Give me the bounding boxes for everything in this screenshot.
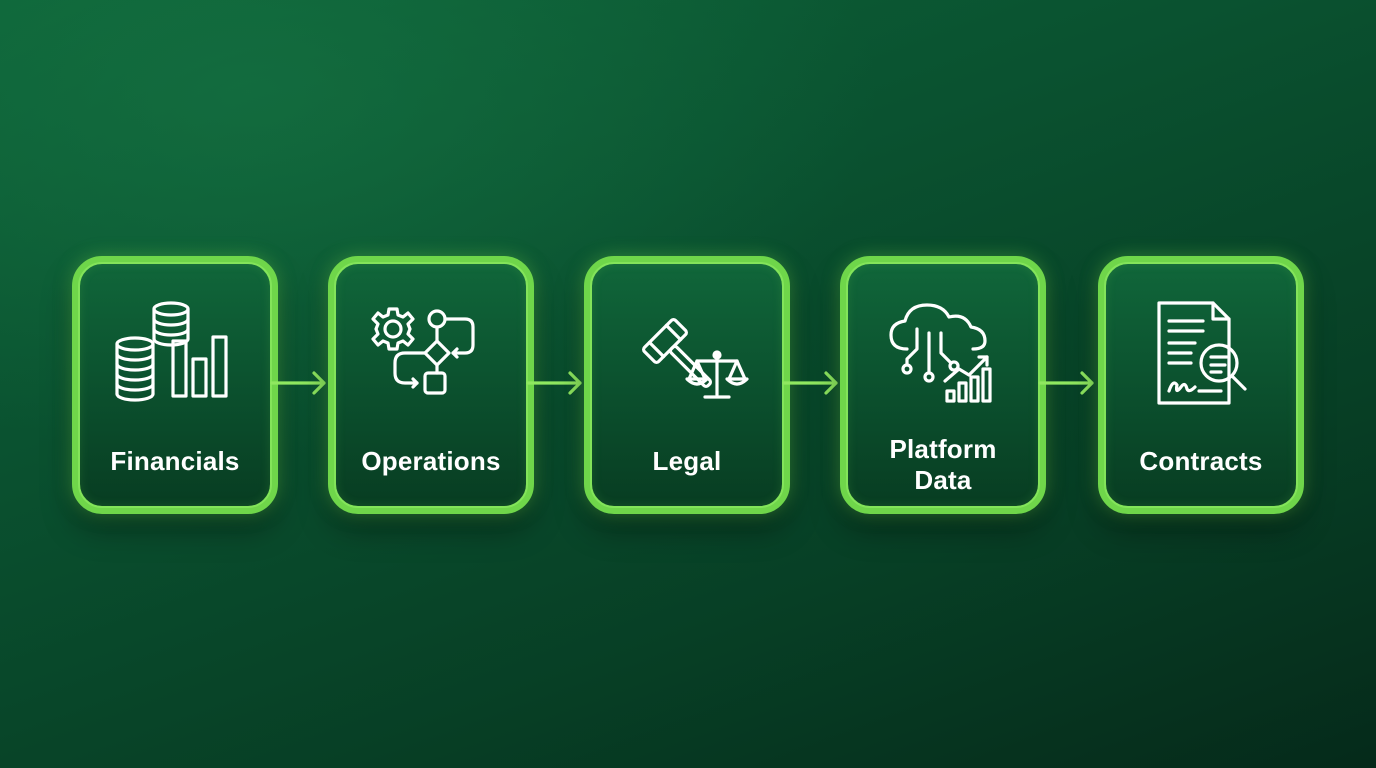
document-magnifier-icon (1106, 294, 1296, 424)
step-label: Platform Data (848, 434, 1038, 496)
gear-flowchart-icon (336, 294, 526, 424)
step-card-financials: Financials (72, 256, 278, 514)
flow-arrow (270, 368, 328, 398)
step-label: Legal (652, 446, 722, 476)
step-label-line2: Data (914, 465, 972, 495)
flow-arrow (1038, 368, 1096, 398)
flow-arrow (526, 368, 584, 398)
step-label: Operations (361, 446, 501, 476)
step-card-operations: Operations (328, 256, 534, 514)
step-label: Financials (110, 446, 240, 476)
step-card-legal: Legal (584, 256, 790, 514)
flow-arrow (782, 368, 840, 398)
step-card-platform-data: Platform Data (840, 256, 1046, 514)
step-card-contracts: Contracts (1098, 256, 1304, 514)
coins-bar-chart-icon (80, 294, 270, 424)
gavel-scales-icon (592, 294, 782, 424)
step-label-line1: Platform (889, 434, 997, 464)
cloud-data-chart-icon (848, 294, 1038, 424)
step-label: Contracts (1139, 446, 1263, 476)
